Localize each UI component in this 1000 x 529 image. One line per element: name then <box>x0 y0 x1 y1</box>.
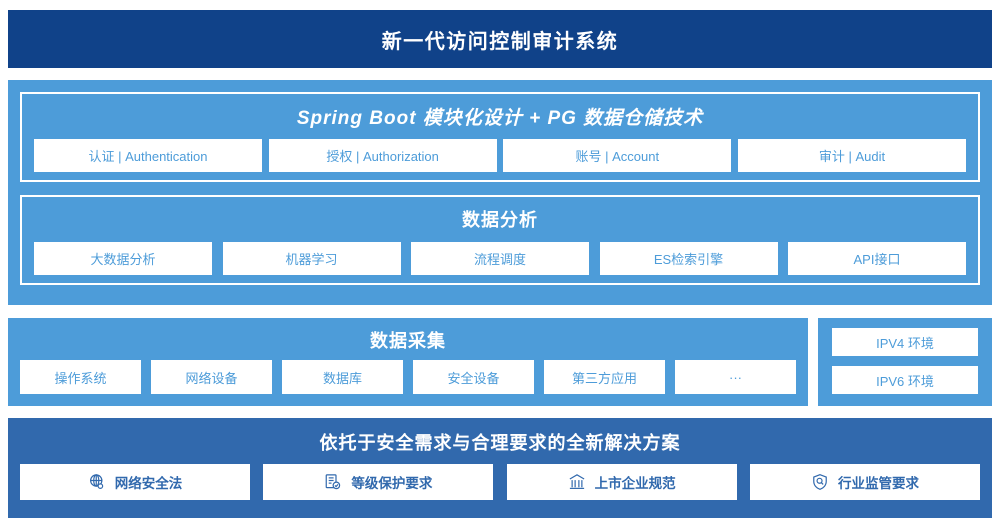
card-label: IPV4 环境 <box>876 335 934 351</box>
globe-icon <box>88 473 106 491</box>
card-listed-enterprise-standard[interactable]: 上市企业规范 <box>506 464 737 500</box>
card-es-search-engine[interactable]: ES检索引擎 <box>599 242 778 275</box>
card-label: 账号 | Account <box>575 149 660 164</box>
card-label: 行业监管要求 <box>837 476 919 491</box>
card-cybersecurity-law[interactable]: 网络安全法 <box>20 464 250 500</box>
card-process-scheduling[interactable]: 流程调度 <box>411 242 589 275</box>
card-label: 大数据分析 <box>90 252 156 267</box>
solution-panel: 依托于安全需求与合理要求的全新解决方案 网络安全法 <box>8 418 992 518</box>
data-collection-card-row: 操作系统 网络设备 数据库 安全设备 第三方应用 ··· <box>8 360 808 394</box>
card-label: 等级保护要求 <box>351 476 433 491</box>
springboot-section: Spring Boot 模块化设计 + PG 数据仓储技术 认证 | Authe… <box>20 92 980 182</box>
card-label: 认证 | Authentication <box>88 149 208 164</box>
card-label: 网络安全法 <box>114 476 183 491</box>
card-label: 流程调度 <box>473 252 526 267</box>
card-label: 网络设备 <box>185 370 238 386</box>
bank-building-icon <box>568 473 586 491</box>
card-more-ellipsis[interactable]: ··· <box>675 360 796 394</box>
card-machine-learning[interactable]: 机器学习 <box>222 242 401 275</box>
card-security-device[interactable]: 安全设备 <box>413 360 534 394</box>
card-label: 第三方应用 <box>571 370 637 386</box>
card-ipv4-environment[interactable]: IPV4 环境 <box>832 328 978 356</box>
card-label: 数据库 <box>322 370 362 386</box>
card-label: 操作系统 <box>54 370 107 386</box>
data-collection-panel: 数据采集 操作系统 网络设备 数据库 安全设备 第三方应用 ··· <box>8 318 808 406</box>
data-analysis-section: 数据分析 大数据分析 机器学习 流程调度 ES检索引擎 API接口 <box>20 195 980 285</box>
card-label: 机器学习 <box>285 252 338 267</box>
card-label: 上市企业规范 <box>594 476 676 491</box>
card-label: 授权 | Authorization <box>326 149 439 164</box>
card-third-party-application[interactable]: 第三方应用 <box>544 360 665 394</box>
data-collection-section-title: 数据采集 <box>370 331 446 351</box>
card-label: 安全设备 <box>447 370 500 386</box>
card-classified-protection-requirement[interactable]: 等级保护要求 <box>263 464 494 500</box>
card-authorization[interactable]: 授权 | Authorization <box>268 139 497 172</box>
shield-search-icon <box>811 473 829 491</box>
card-label: ES检索引擎 <box>653 252 724 267</box>
card-industry-regulatory-requirement[interactable]: 行业监管要求 <box>749 464 980 500</box>
card-label: 审计 | Audit <box>818 149 886 164</box>
card-account[interactable]: 账号 | Account <box>503 139 732 172</box>
card-operating-system[interactable]: 操作系统 <box>20 360 141 394</box>
card-label: API接口 <box>853 252 901 267</box>
page-title: 新一代访问控制审计系统 <box>381 30 619 53</box>
card-audit[interactable]: 审计 | Audit <box>737 139 966 172</box>
card-network-device[interactable]: 网络设备 <box>151 360 272 394</box>
solution-card-row: 网络安全法 等级保护要求 <box>8 464 992 500</box>
solution-section-title: 依托于安全需求与合理要求的全新解决方案 <box>319 433 681 453</box>
data-analysis-section-title: 数据分析 <box>462 210 538 230</box>
card-database[interactable]: 数据库 <box>282 360 403 394</box>
card-api-interface[interactable]: API接口 <box>788 242 966 275</box>
data-analysis-card-row: 大数据分析 机器学习 流程调度 ES检索引擎 API接口 <box>22 242 978 275</box>
card-authentication[interactable]: 认证 | Authentication <box>34 139 262 172</box>
card-big-data-analysis[interactable]: 大数据分析 <box>34 242 212 275</box>
page-header: 新一代访问控制审计系统 <box>8 10 992 68</box>
application-layer-panel: Spring Boot 模块化设计 + PG 数据仓储技术 认证 | Authe… <box>8 80 992 305</box>
card-ipv6-environment[interactable]: IPV6 环境 <box>832 366 978 394</box>
card-label: ··· <box>729 369 742 385</box>
springboot-section-title: Spring Boot 模块化设计 + PG 数据仓储技术 <box>296 108 704 129</box>
springboot-card-row: 认证 | Authentication 授权 | Authorization 账… <box>22 139 978 172</box>
ip-environment-panel: IPV4 环境 IPV6 环境 <box>818 318 992 406</box>
document-check-icon <box>324 473 342 491</box>
card-label: IPV6 环境 <box>876 373 934 389</box>
